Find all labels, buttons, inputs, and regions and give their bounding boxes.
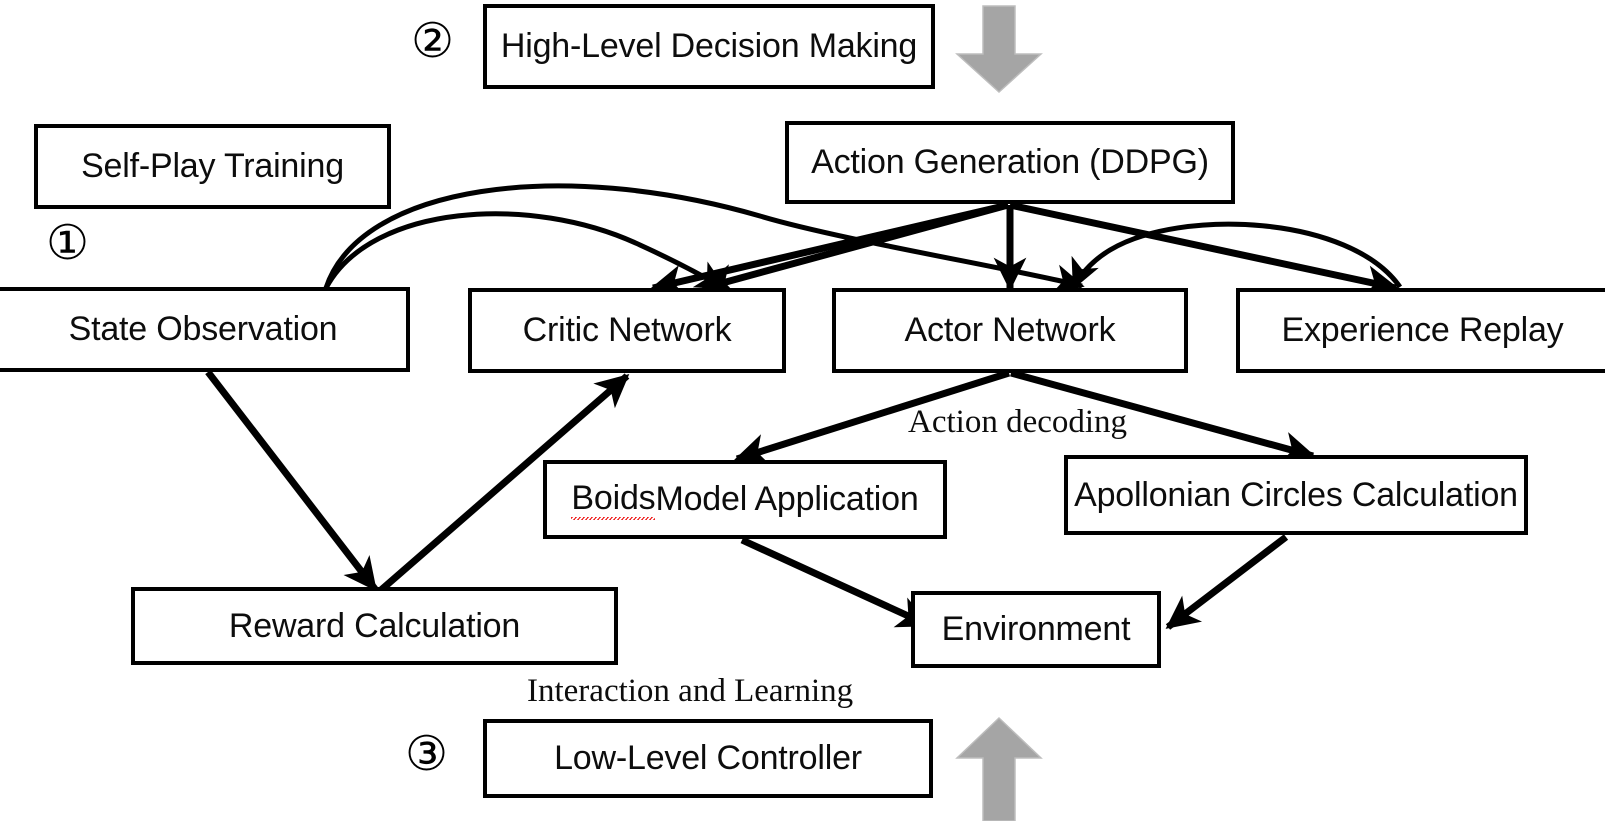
edge-experience-replay-to-actor-curve: [1071, 221, 1403, 290]
node-apollonian-circles-calculation[interactable]: Apollonian Circles Calculation: [1064, 455, 1528, 535]
node-label: Reward Calculation: [228, 606, 521, 645]
edge-action-gen-to-experience-replay: [1009, 201, 1399, 298]
edge-action-gen-to-critic-left: [650, 201, 1009, 298]
edge-state-obs-to-reward: [205, 369, 378, 592]
edge-boids-to-environment: [740, 536, 931, 629]
node-self-play-training[interactable]: Self-Play Training: [34, 124, 391, 209]
edge-apollonian-to-environment: [1165, 534, 1289, 630]
gray-arrow-up-icon: [955, 716, 1043, 821]
label-interaction-and-learning: Interaction and Learning: [527, 673, 854, 709]
edge-state-obs-to-critic-curve: [323, 211, 727, 291]
node-label: Actor Network: [904, 311, 1116, 349]
node-label: Low-Level Controller: [554, 739, 862, 777]
node-environment[interactable]: Environment: [911, 591, 1161, 668]
node-label: Environment: [941, 610, 1131, 648]
label-action-decoding: Action decoding: [908, 404, 1128, 440]
node-label: Action Generation (DDPG): [811, 143, 1209, 181]
node-label-rest: Model Application: [655, 480, 919, 518]
gray-arrow-down-icon: [955, 5, 1043, 94]
step-marker-2: ②: [411, 13, 455, 69]
node-label: Experience Replay: [1281, 311, 1564, 349]
node-label: State Observation: [68, 310, 338, 348]
node-low-level-controller[interactable]: Low-Level Controller: [483, 719, 933, 798]
node-action-generation[interactable]: Action Generation (DDPG): [785, 121, 1235, 204]
step-marker-1: ①: [46, 215, 90, 271]
node-high-level-decision-making[interactable]: High-Level Decision Making: [483, 4, 935, 89]
node-experience-replay[interactable]: Experience Replay: [1236, 288, 1605, 373]
node-actor-network[interactable]: Actor Network: [832, 288, 1188, 373]
node-reward-calculation[interactable]: Reward Calculation: [131, 587, 618, 665]
node-boids-model-application[interactable]: Boids Model Application: [543, 460, 947, 539]
edge-action-gen-to-critic: [701, 201, 1009, 296]
step-marker-3: ③: [405, 726, 449, 782]
node-critic-network[interactable]: Critic Network: [468, 288, 786, 373]
node-label: Apollonian Circles Calculation: [1074, 475, 1518, 514]
node-label-misspelled-word: Boids: [571, 479, 656, 520]
node-label: Critic Network: [522, 311, 732, 349]
node-label: High-Level Decision Making: [500, 27, 918, 65]
node-state-observation[interactable]: State Observation: [0, 287, 410, 372]
node-label: Self-Play Training: [81, 147, 344, 185]
